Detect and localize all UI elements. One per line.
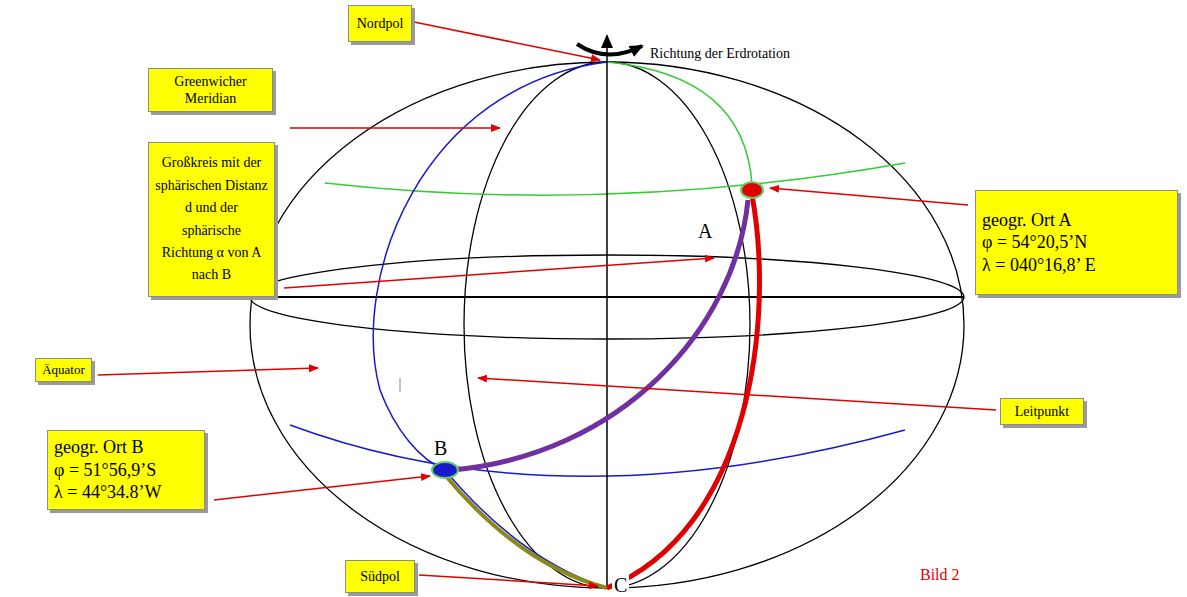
- label-box: Äquator: [35, 358, 92, 382]
- box-text: φ = 51°56,9’S: [54, 459, 156, 482]
- leader-line: [419, 575, 598, 586]
- meridian-a: [607, 62, 752, 185]
- leader-line: [770, 188, 968, 205]
- annotation: Richtung der Erdrotation: [650, 46, 790, 61]
- route-b-c: [445, 475, 607, 588]
- point-a: [741, 182, 763, 198]
- leader-line: [98, 368, 318, 375]
- label-box: Greenwicher Meridian: [148, 68, 273, 112]
- leader-line: [478, 378, 996, 410]
- great-circle-a-b: [452, 200, 748, 470]
- point-b: [432, 462, 458, 478]
- rotation-axis: [606, 36, 608, 588]
- box-text: λ = 040°16,8’ E: [982, 254, 1096, 277]
- label-box: Südpol: [345, 560, 415, 593]
- label-box: Großkreis mit der sphärischen Distanz d …: [148, 142, 275, 297]
- box-text: Äquator: [42, 362, 85, 378]
- point-letter: C: [612, 574, 629, 596]
- leader-line: [284, 258, 714, 288]
- box-text: φ = 54°20,5’N: [982, 231, 1087, 254]
- parallel-b: [290, 425, 905, 476]
- box-text: geogr. Ort B: [54, 436, 144, 459]
- figure-caption: Bild 2: [920, 566, 960, 584]
- label-box: geogr. Ort Bφ = 51°56,9’Sλ = 44°34.8’W: [47, 430, 205, 510]
- box-text: Greenwicher Meridian: [155, 73, 266, 108]
- rotation-arrow: [577, 44, 642, 55]
- leader-line: [414, 22, 600, 60]
- label-box: Nordpol: [348, 5, 412, 42]
- box-text: Südpol: [360, 568, 400, 586]
- label-box: Leitpunkt: [1000, 398, 1084, 425]
- box-text: Nordpol: [357, 15, 404, 33]
- box-text: geogr. Ort A: [982, 209, 1072, 232]
- leader-line: [214, 476, 430, 500]
- tick: [400, 378, 401, 392]
- box-text: Großkreis mit der sphärischen Distanz d …: [155, 152, 268, 286]
- leader-lines: [98, 22, 996, 586]
- point-letter: A: [696, 220, 714, 242]
- meridian-b: [373, 62, 607, 588]
- parallel-a: [325, 163, 905, 195]
- point-letter: B: [432, 437, 449, 459]
- leader-line: [290, 127, 500, 129]
- label-box: geogr. Ort Aφ = 54°20,5’Nλ = 040°16,8’ E: [975, 190, 1178, 295]
- box-text: Leitpunkt: [1015, 403, 1069, 421]
- box-text: λ = 44°34.8’W: [54, 481, 162, 504]
